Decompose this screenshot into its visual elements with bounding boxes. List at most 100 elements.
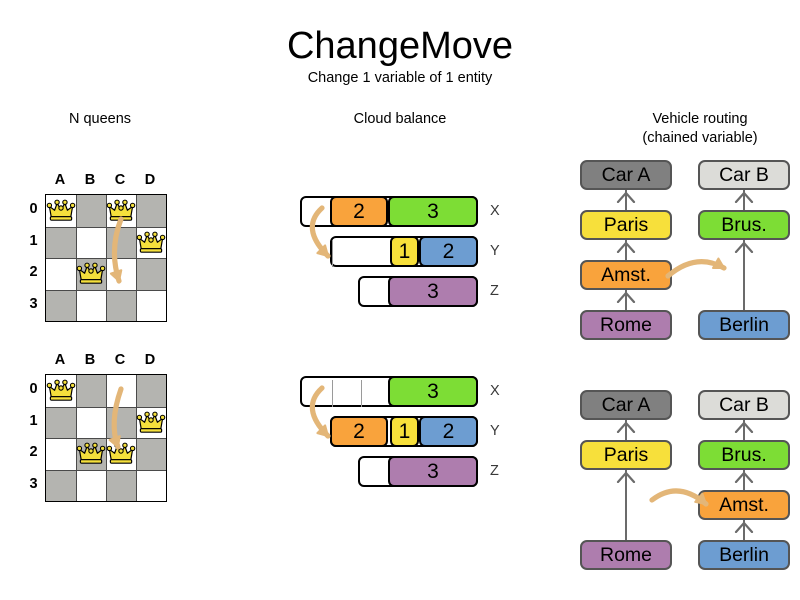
cloud-lane-label-Y: Y (490, 243, 500, 259)
board-cell-C3[interactable] (106, 289, 136, 321)
board-cell-D2[interactable] (136, 258, 166, 290)
chain-arrowhead-icon (734, 521, 754, 533)
board-rank-label-0: 0 (29, 201, 38, 217)
cloud-lane-label-X: X (490, 383, 500, 399)
cloud-lane-label-X: X (490, 203, 500, 219)
page-title: ChangeMove (286, 25, 514, 67)
chain-arrowhead-icon (734, 421, 754, 433)
visit-box-amsterdam[interactable]: Amst. (580, 260, 672, 290)
cloud-process-block[interactable]: 3 (388, 276, 478, 307)
board-gridline-horizontal (46, 438, 166, 439)
board-cell-B3[interactable] (76, 289, 106, 321)
queen-piece-B2[interactable] (76, 258, 106, 290)
board-cell-A1[interactable] (46, 406, 76, 438)
queen-piece-B2[interactable] (76, 438, 106, 470)
board-cell-B1[interactable] (76, 226, 106, 258)
board-rank-label-1: 1 (29, 232, 38, 249)
board-cell-B3[interactable] (76, 469, 106, 501)
vrp-heading-line1: Vehicle routing (652, 111, 748, 127)
board-cell-B0[interactable] (76, 375, 106, 407)
cloud-process-block[interactable]: 2 (419, 416, 478, 447)
board-rank-label-1: 1 (29, 412, 38, 429)
visit-box-paris[interactable]: Paris (580, 440, 672, 470)
visit-box-rome[interactable]: Rome (580, 540, 672, 570)
board-cell-C0[interactable] (106, 375, 136, 407)
cloud-process-block[interactable]: 3 (388, 196, 478, 227)
visit-box-brussels[interactable]: Brus. (698, 210, 790, 240)
board-cell-B1[interactable] (76, 406, 106, 438)
chain-arrowhead-icon (734, 241, 754, 253)
board-cell-A3[interactable] (46, 469, 76, 501)
board-rank-label-2: 2 (29, 264, 38, 280)
board-gridline-vertical (136, 375, 137, 501)
chain-arrowhead-icon (734, 191, 754, 203)
board-gridline-horizontal (46, 289, 166, 291)
board-cell-C1[interactable] (106, 406, 136, 438)
vehicle-box-car-a[interactable]: Car A (580, 160, 672, 190)
chain-arrowhead-icon (616, 241, 636, 253)
cloud-process-block[interactable]: 3 (388, 376, 478, 407)
vehicle-box-car-b[interactable]: Car B (698, 390, 790, 420)
chain-link-line (624, 440, 628, 540)
vehicle-box-car-a[interactable]: Car A (580, 390, 672, 420)
board-cell-D3[interactable] (136, 289, 166, 321)
visit-box-amsterdam[interactable]: Amst. (698, 490, 790, 520)
queen-piece-C2[interactable] (106, 438, 136, 470)
page-subtitle: Change 1 variable of 1 entity (307, 70, 493, 86)
visit-box-berlin[interactable]: Berlin (698, 310, 790, 340)
chain-link-line (742, 210, 746, 310)
queen-piece-D1[interactable] (136, 227, 166, 259)
board-file-label-C: C (114, 352, 126, 368)
board-cell-D2[interactable] (136, 438, 166, 470)
board-cell-A1[interactable] (46, 226, 76, 258)
board-cell-C3[interactable] (106, 469, 136, 501)
queen-piece-A0[interactable] (46, 195, 76, 227)
board-cell-A2[interactable] (46, 258, 76, 290)
board-cell-A3[interactable] (46, 289, 76, 321)
chain-arrowhead-icon (616, 471, 636, 483)
board-gridline-horizontal (46, 258, 166, 259)
section-heading-cloud-balance: Cloud balance (353, 111, 447, 127)
chessboard-grid[interactable] (45, 194, 167, 322)
board-rank-label-2: 2 (29, 444, 38, 460)
lane-divider (332, 240, 333, 267)
chain-arrowhead-icon (616, 191, 636, 203)
visit-box-paris[interactable]: Paris (580, 210, 672, 240)
section-heading-nqueens: N queens (68, 111, 132, 127)
chain-arrowhead-icon (616, 421, 636, 433)
chain-arrowhead-icon (616, 291, 636, 303)
board-file-label-A: A (54, 172, 66, 188)
lane-divider (361, 380, 362, 407)
chessboard-grid[interactable] (45, 374, 167, 502)
visit-box-rome[interactable]: Rome (580, 310, 672, 340)
cloud-process-block[interactable]: 2 (330, 416, 388, 447)
board-rank-label-3: 3 (29, 475, 38, 492)
board-file-label-C: C (114, 172, 126, 188)
board-cell-C2[interactable] (106, 258, 136, 290)
cloud-process-block[interactable]: 2 (330, 196, 388, 227)
vrp-heading-line2: (chained variable) (642, 130, 758, 146)
board-cell-C1[interactable] (106, 226, 136, 258)
visit-box-berlin[interactable]: Berlin (698, 540, 790, 570)
board-cell-D3[interactable] (136, 469, 166, 501)
visit-box-brussels[interactable]: Brus. (698, 440, 790, 470)
board-cell-D0[interactable] (136, 195, 166, 227)
section-heading-vehicle-routing: Vehicle routing (chained variable) (600, 110, 800, 148)
cloud-process-block[interactable]: 3 (388, 456, 478, 487)
vehicle-box-car-b[interactable]: Car B (698, 160, 790, 190)
queen-piece-A0[interactable] (46, 375, 76, 407)
board-cell-D0[interactable] (136, 375, 166, 407)
cloud-process-block[interactable]: 2 (419, 236, 478, 267)
board-file-label-A: A (54, 352, 66, 368)
board-cell-A2[interactable] (46, 438, 76, 470)
lane-divider (332, 380, 333, 407)
queen-piece-D1[interactable] (136, 407, 166, 439)
cloud-process-block[interactable]: 1 (390, 416, 419, 447)
queen-piece-C0[interactable] (106, 195, 136, 227)
board-cell-B0[interactable] (76, 195, 106, 227)
cloud-process-block[interactable]: 1 (390, 236, 419, 267)
board-gridline-horizontal (46, 469, 166, 471)
